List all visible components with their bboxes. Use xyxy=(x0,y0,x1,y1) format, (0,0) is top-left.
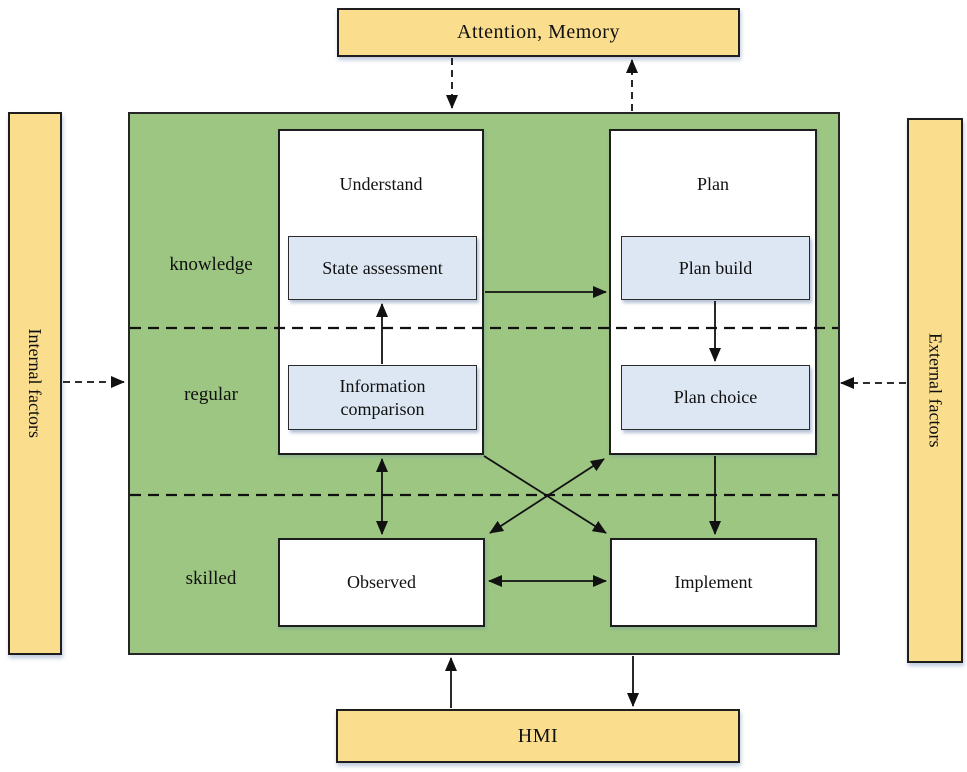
state-assessment-box: State assessment xyxy=(288,236,477,300)
plan-label: Plan xyxy=(696,174,729,194)
external-factors-box: External factors xyxy=(907,118,963,663)
attention-memory-box: Attention, Memory xyxy=(337,8,740,57)
implement-box: Implement xyxy=(610,538,817,627)
hmi-box: HMI xyxy=(336,709,740,763)
information-comparison-label: Information comparison xyxy=(339,376,426,419)
external-factors-label: External factors xyxy=(925,333,946,448)
plan-build-label: Plan build xyxy=(678,257,753,278)
understand-label: Understand xyxy=(339,174,423,194)
implement-label: Implement xyxy=(674,572,753,593)
plan-choice-label: Plan choice xyxy=(673,387,758,408)
plan-build-box: Plan build xyxy=(621,236,810,300)
internal-factors-box: Internal factors xyxy=(8,112,62,655)
information-comparison-box: Information comparison xyxy=(288,365,477,430)
state-assessment-label: State assessment xyxy=(322,257,443,278)
internal-factors-label: Internal factors xyxy=(25,328,46,439)
level-regular-label: regular xyxy=(184,384,238,405)
level-skilled-label: skilled xyxy=(185,568,237,589)
plan-choice-box: Plan choice xyxy=(621,365,810,430)
level-knowledge-label: knowledge xyxy=(169,254,253,275)
hmi-label: HMI xyxy=(517,724,559,747)
observed-label: Observed xyxy=(347,572,416,593)
observed-box: Observed xyxy=(278,538,485,627)
attention-memory-label: Attention, Memory xyxy=(457,21,620,43)
